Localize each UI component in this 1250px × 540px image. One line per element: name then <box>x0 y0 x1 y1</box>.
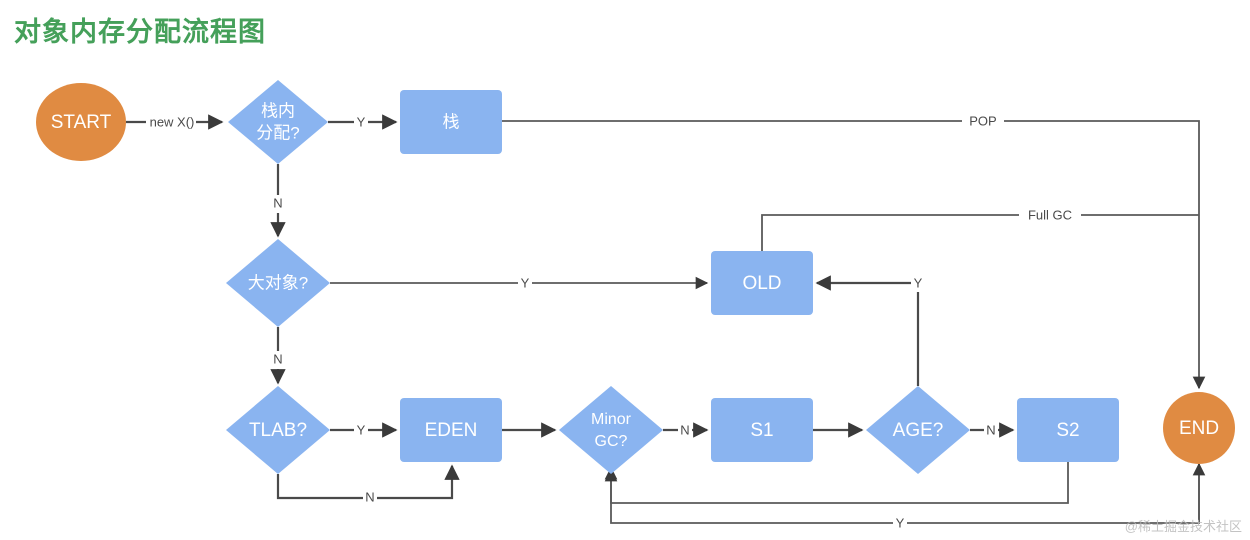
edge-label-pop: POP <box>969 113 996 128</box>
edge-label-ageq-no: N <box>986 422 995 437</box>
node-s2[interactable]: S2 <box>1017 398 1119 462</box>
node-minor-gc-label-line2: GC? <box>595 433 628 450</box>
edge-label-minorq-no: N <box>680 422 689 437</box>
edge-label-new-x: new X() <box>150 114 195 129</box>
node-age-label: AGE? <box>893 420 944 441</box>
edge-ageq-to-s2: N <box>970 421 1015 439</box>
node-end-label: END <box>1179 418 1219 439</box>
node-eden[interactable]: EDEN <box>400 398 502 462</box>
node-s1[interactable]: S1 <box>711 398 813 462</box>
node-old[interactable]: OLD <box>711 251 813 315</box>
edge-stackq-to-stack: Y <box>328 113 398 131</box>
node-start-label: START <box>51 112 112 133</box>
edge-start-to-stack-question: new X() <box>126 113 224 131</box>
node-minor-gc-question[interactable]: Minor GC? <box>559 386 663 474</box>
edge-label-end-yes: Y <box>896 515 905 530</box>
node-large-object-question[interactable]: 大对象? <box>226 239 330 327</box>
edge-stackq-to-bigobjq: N <box>270 164 286 238</box>
page-title: 对象内存分配流程图 <box>14 17 266 47</box>
edge-label-bigobjq-no: N <box>273 351 282 366</box>
edge-tlabq-to-eden-no: N <box>276 464 460 507</box>
node-end[interactable]: END <box>1163 392 1235 464</box>
node-stack[interactable]: 栈 <box>400 90 502 154</box>
edge-bigobjq-to-old: Y <box>330 274 709 292</box>
edge-end-to-minorq-yes: Y <box>604 462 1206 532</box>
watermark: @稀土掘金技术社区 <box>1124 519 1242 534</box>
edge-label-full-gc: Full GC <box>1028 207 1072 222</box>
edge-bigobjq-to-tlabq: N <box>270 327 286 385</box>
edge-old-to-end-fullgc: Full GC <box>761 206 1199 251</box>
node-eden-label: EDEN <box>425 420 478 441</box>
node-minor-gc-label-line1: Minor <box>591 411 632 428</box>
node-stack-allocation-label-line1: 栈内 <box>261 101 295 120</box>
node-age-question[interactable]: AGE? <box>866 386 970 474</box>
node-tlab-question[interactable]: TLAB? <box>226 386 330 474</box>
node-s2-label: S2 <box>1056 420 1079 441</box>
edge-s2-to-minorq <box>604 462 1069 504</box>
edge-minorq-to-s1: N <box>663 421 709 439</box>
node-start[interactable]: START <box>36 83 126 161</box>
node-stack-allocation-question[interactable]: 栈内 分配? <box>228 80 328 164</box>
edge-stack-to-end-pop: POP <box>502 112 1206 390</box>
edge-label-ageq-yes: Y <box>914 275 923 290</box>
node-s1-label: S1 <box>750 420 773 441</box>
edge-label-stackq-no: N <box>273 195 282 210</box>
edge-ageq-to-old-yes: Y <box>815 274 925 386</box>
edge-label-bigobjq-yes: Y <box>521 275 530 290</box>
edge-label-tlabq-yes: Y <box>357 422 366 437</box>
node-stack-allocation-label-line2: 分配? <box>256 123 299 142</box>
node-tlab-label: TLAB? <box>249 420 307 441</box>
edge-label-tlabq-no: N <box>365 489 374 504</box>
node-old-label: OLD <box>742 273 781 294</box>
node-large-object-label: 大对象? <box>248 273 308 292</box>
node-stack-label: 栈 <box>443 112 460 131</box>
edge-label-stackq-yes: Y <box>357 114 366 129</box>
edge-tlabq-to-eden-yes: Y <box>330 421 398 439</box>
